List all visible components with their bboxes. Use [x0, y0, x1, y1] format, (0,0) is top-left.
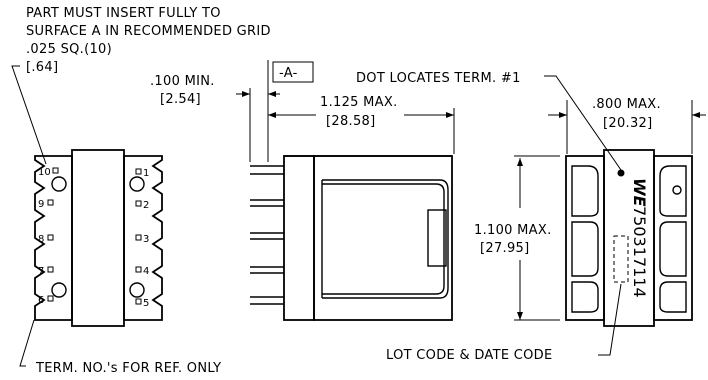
dim-length-max-mm: [28.58]: [326, 114, 375, 129]
side-view: [250, 155, 453, 321]
note-grid-size-mm: [.64]: [26, 60, 58, 75]
grid-note-leader: [11, 65, 47, 165]
dim-height-max: 1.100 MAX.: [474, 223, 552, 238]
part-number: 750317114: [630, 206, 649, 298]
dim-length-max: 1.125 MAX.: [320, 95, 398, 110]
arrowhead-length-right: [446, 112, 454, 118]
arrowhead-height-bottom: [517, 312, 523, 320]
dim-width-max-mm: [20.32]: [603, 116, 652, 131]
arrowhead-height-top: [517, 158, 523, 166]
pin-label-2: 2: [143, 200, 149, 211]
note-term-ref: TERM. NO.'s FOR REF. ONLY: [35, 361, 221, 376]
note-insert-line2: SURFACE A IN RECOMMENDED GRID: [26, 24, 271, 39]
dim-width-max: .800 MAX.: [592, 97, 661, 112]
datum-label: -A-: [279, 66, 298, 81]
pin-label-1: 1: [143, 168, 149, 179]
pin-label-3: 3: [143, 234, 149, 245]
pin-view: [34, 149, 163, 327]
arrowhead-width-left: [559, 112, 567, 118]
datum-box: [272, 61, 314, 83]
pin-label-6: 6: [38, 295, 44, 306]
dim-pin-min-mm: [2.54]: [160, 92, 201, 107]
arrowhead-pin-min-right: [268, 91, 276, 97]
arrowhead-width-right: [692, 112, 700, 118]
arrowhead-pin-min-left: [242, 91, 250, 97]
pin-label-7: 7: [38, 266, 44, 277]
pin-label-10: 10: [38, 167, 51, 178]
arrowhead-length-left: [268, 112, 276, 118]
end-view: [565, 149, 693, 327]
note-grid-size: .025 SQ.(10): [26, 42, 112, 57]
pin-label-8: 8: [38, 234, 44, 245]
note-insert-line1: PART MUST INSERT FULLY TO: [26, 6, 221, 21]
lot-code-leader: [598, 283, 622, 356]
note-dot-term: DOT LOCATES TERM. #1: [356, 71, 521, 86]
dim-pin-min: .100 MIN.: [150, 74, 215, 89]
note-lot-code: LOT CODE & DATE CODE: [386, 348, 553, 363]
term-note-leader: [19, 319, 35, 367]
pin-label-5: 5: [143, 298, 149, 309]
part-logo: WE: [630, 178, 649, 207]
pin-label-4: 4: [143, 266, 149, 277]
pin-label-9: 9: [38, 199, 44, 210]
dot-note-leader: [544, 75, 622, 171]
dim-height-max-mm: [27.95]: [480, 241, 529, 256]
